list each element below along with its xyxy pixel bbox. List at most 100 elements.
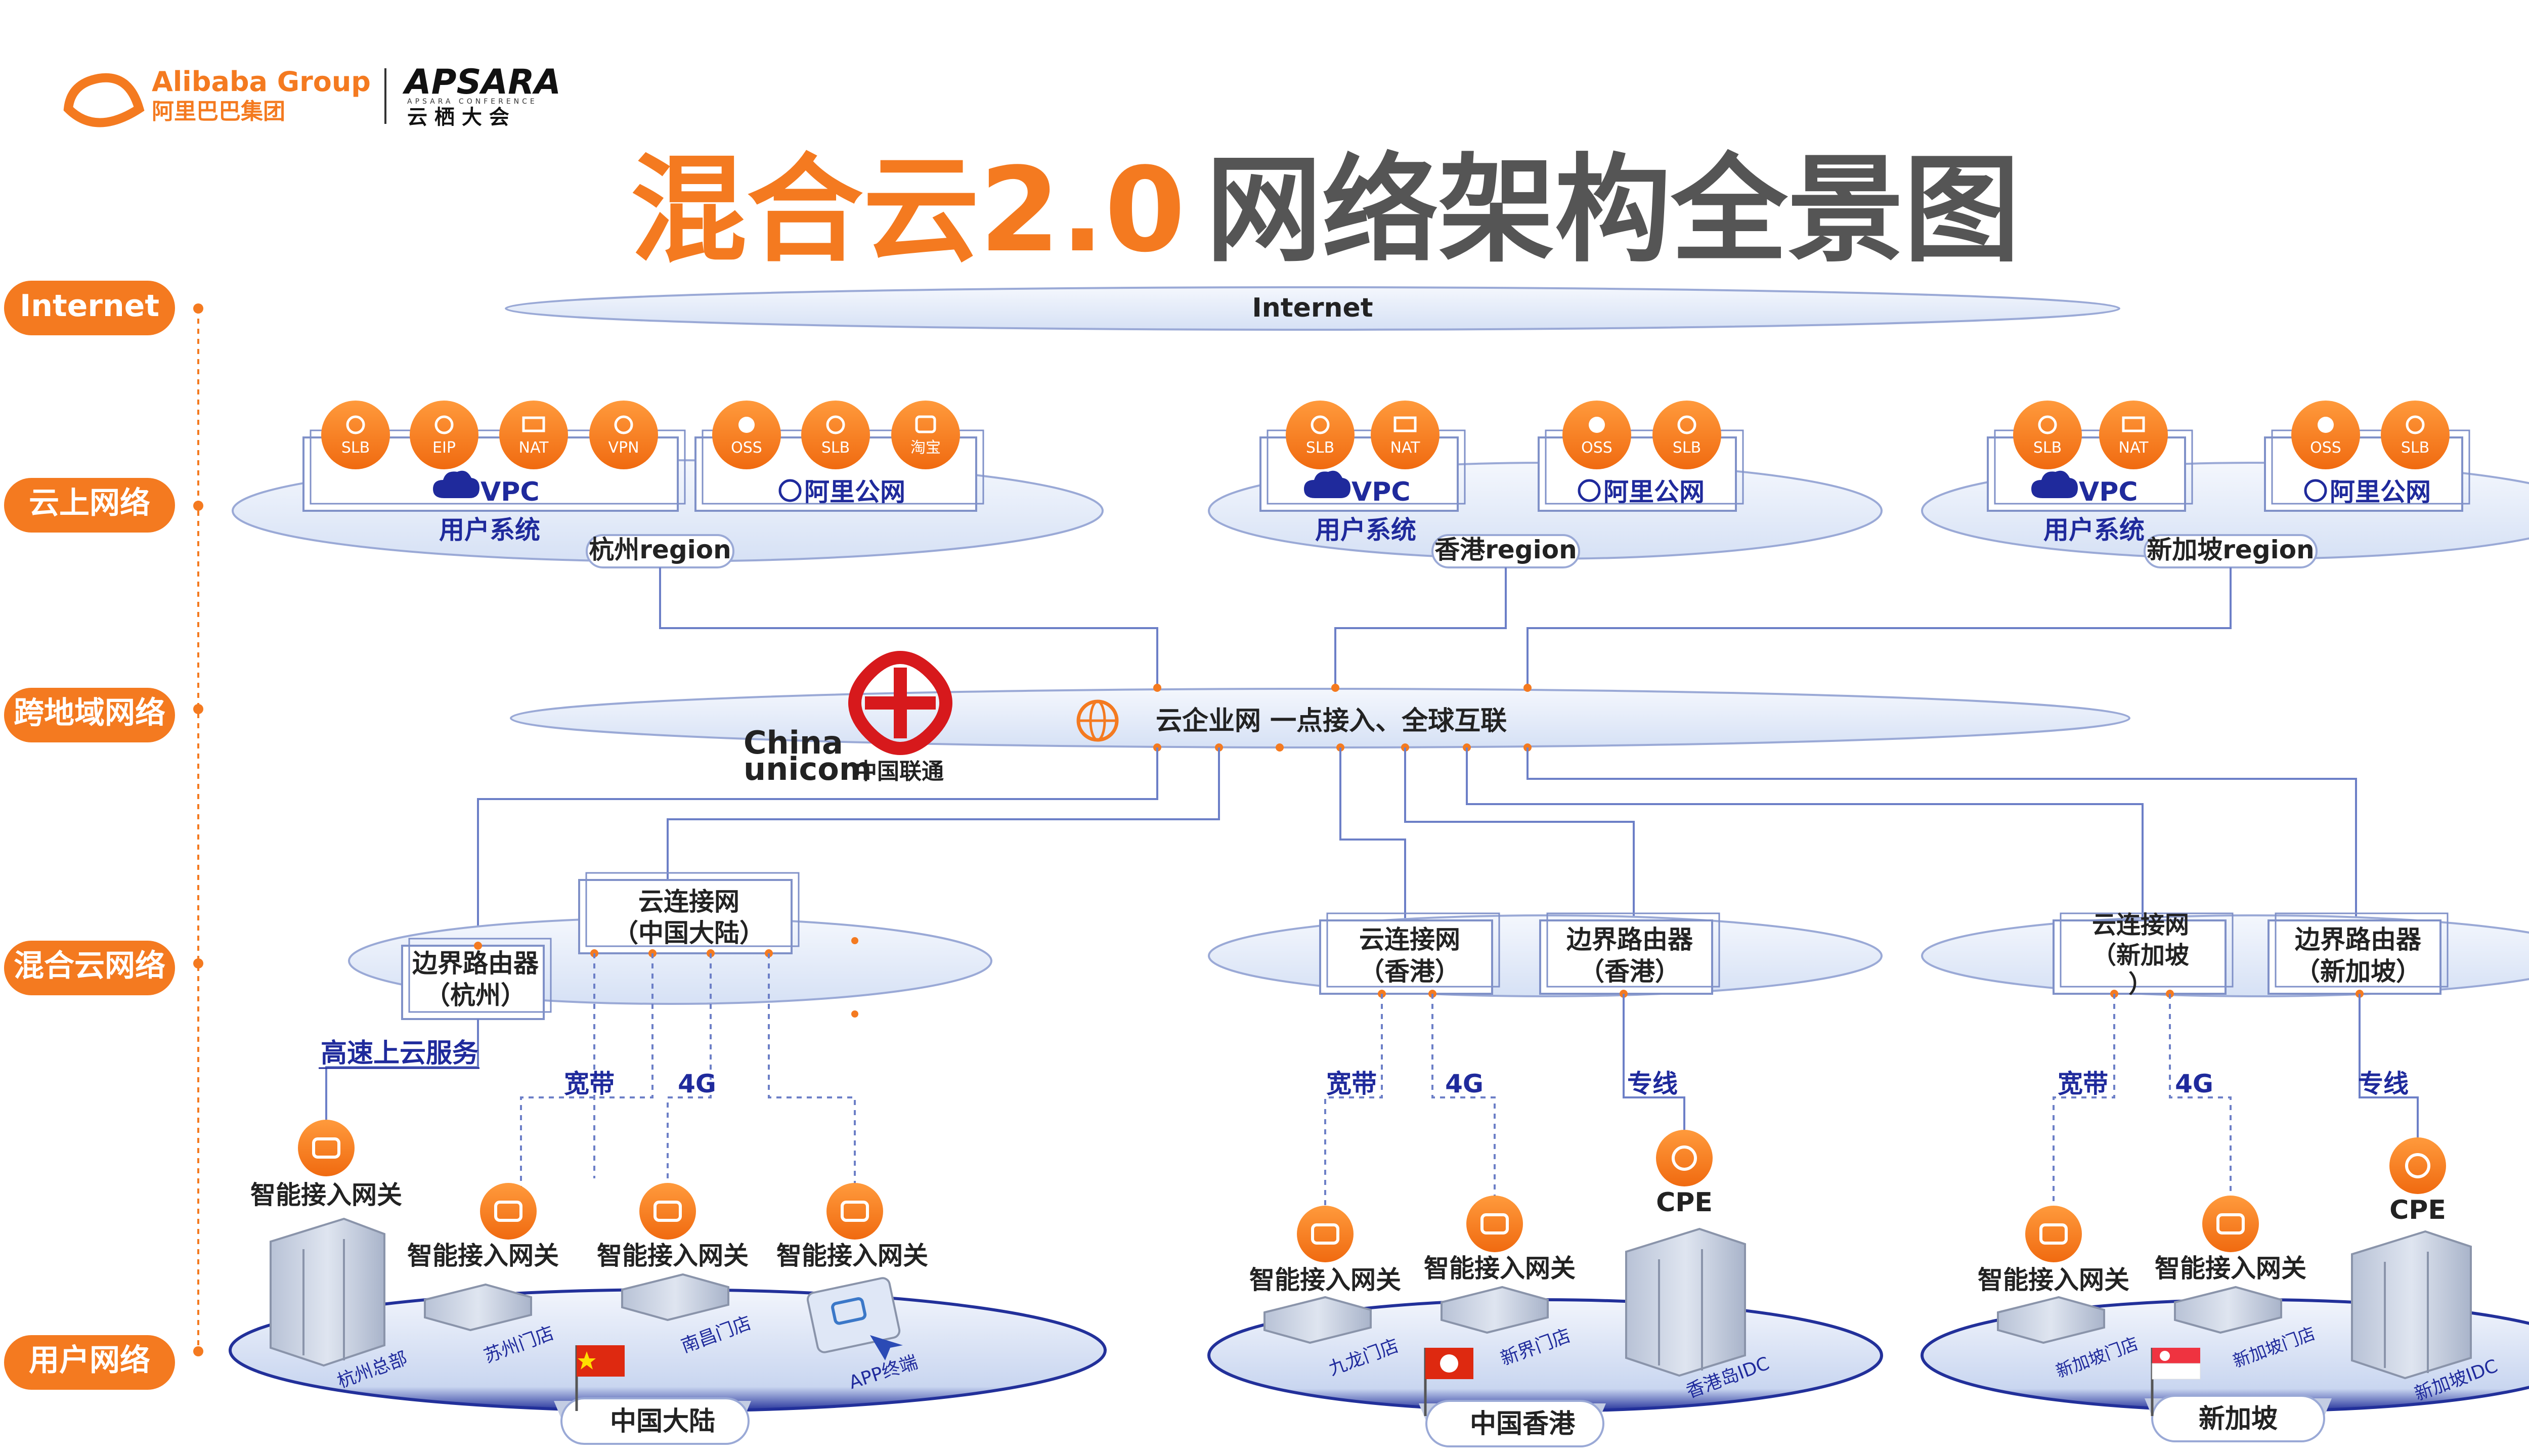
svg-text:EIP: EIP <box>432 439 456 457</box>
gateway-icon <box>639 1183 696 1240</box>
building-icon <box>270 1217 385 1367</box>
svg-text:NAT: NAT <box>2119 439 2149 457</box>
router-box-icon <box>621 1273 729 1321</box>
svg-text:香港region: 香港region <box>1434 535 1577 564</box>
gateway-icon <box>826 1183 883 1240</box>
title-gray: 网络架构全景图 <box>1206 143 2020 278</box>
vpc-label: VPC <box>2079 477 2138 507</box>
svg-text:跨地域网络: 跨地域网络 <box>14 695 165 731</box>
svg-text:宽带: 宽带 <box>2058 1069 2108 1098</box>
cen-dots <box>1153 684 1532 752</box>
unicom-en-text: unicom <box>744 751 871 787</box>
unicom-cn-text: 中国联通 <box>855 759 944 784</box>
gateway-label: 智能接入网关 <box>407 1241 559 1270</box>
svg-text:OSS: OSS <box>1581 439 1612 457</box>
oss-icon: OSS <box>1562 401 1631 469</box>
svg-text:NAT: NAT <box>519 439 549 457</box>
router-box-icon <box>1997 1296 2105 1344</box>
alibaba-smile-icon <box>63 73 145 127</box>
gateway-icon <box>298 1120 355 1176</box>
svg-text:（香港）: （香港） <box>1579 957 1680 986</box>
gateway-icon <box>2202 1196 2259 1252</box>
nat-icon: NAT <box>499 401 568 469</box>
gateway-icon <box>1466 1196 1523 1252</box>
gateway-icon <box>480 1183 537 1240</box>
svg-text:边界路由器: 边界路由器 <box>2295 925 2422 954</box>
svg-text:云连接网: 云连接网 <box>638 887 739 916</box>
svg-text:边界路由器: 边界路由器 <box>412 949 539 978</box>
slb-icon: SLB <box>2381 401 2450 469</box>
svg-text:SLB: SLB <box>341 439 370 457</box>
link-labels: 高速上云服务 宽带 4G 宽带 4G 专线 宽带 4G 专线 <box>319 1038 2409 1098</box>
cloud-icon <box>2031 470 2078 498</box>
region-links <box>659 567 2232 688</box>
cpe-icon <box>2389 1137 2446 1194</box>
router-box-icon <box>1441 1286 1549 1334</box>
apsara-en-text: APSARA <box>402 62 561 102</box>
svg-text:SLB: SLB <box>2033 439 2062 457</box>
svg-text:（新加坡）: （新加坡） <box>2295 957 2421 986</box>
svg-text:SLB: SLB <box>1673 439 1701 457</box>
cloud-connect-hk: 云连接网 （香港） <box>1319 912 1500 995</box>
cpe-label: CPE <box>1656 1187 1713 1218</box>
slb-icon: SLB <box>1652 401 1721 469</box>
nat-icon: NAT <box>1371 401 1440 469</box>
svg-text:新加坡region: 新加坡region <box>2147 535 2314 564</box>
vpc-label: VPC <box>1351 477 1411 507</box>
svg-text:SLB: SLB <box>2401 439 2429 457</box>
layer-label-cross-region: 跨地域网络 <box>4 688 203 742</box>
svg-text:）: ） <box>2128 970 2153 998</box>
svg-text:专线: 专线 <box>1627 1069 1678 1098</box>
public-label: 阿里公网 <box>2330 477 2431 507</box>
svg-text:4G: 4G <box>1445 1069 1484 1098</box>
country-pill-cn: 中国大陆 <box>554 1397 751 1445</box>
slb-icon: SLB <box>801 401 870 469</box>
svg-text:4G: 4G <box>678 1069 716 1098</box>
border-router-hk: 边界路由器 （香港） <box>1539 912 1720 995</box>
svg-text:混合云网络: 混合云网络 <box>14 948 165 984</box>
flag-icon <box>2151 1348 2201 1416</box>
globe-icon <box>2304 479 2327 502</box>
country-pill-sg: 新加坡 <box>2145 1395 2332 1442</box>
user-system-label: 用户系统 <box>1315 515 1416 545</box>
access-links <box>325 994 2419 1143</box>
slb-icon: SLB <box>321 401 390 469</box>
phone-terminal-icon <box>806 1277 903 1360</box>
svg-text:云连接网: 云连接网 <box>1359 925 1460 954</box>
gateway-label: 智能接入网关 <box>1249 1265 1401 1295</box>
internet-ellipse-label: Internet <box>1252 293 1373 323</box>
gateway-label: 智能接入网关 <box>1424 1254 1576 1283</box>
region-pill-hongkong: 香港region <box>1431 534 1580 568</box>
country-pill-hk: 中国香港 <box>1419 1400 1606 1447</box>
border-router-sg: 边界路由器 （新加坡） <box>2268 912 2449 995</box>
globe-icon <box>1578 479 1601 502</box>
gateway-icon <box>1297 1206 1354 1262</box>
unicom-en-text: China <box>744 724 843 761</box>
cloud-connect-cn: 云连接网 （中国大陆） <box>578 872 800 954</box>
building-icon <box>2351 1230 2472 1380</box>
router-box-icon <box>1263 1296 1372 1344</box>
svg-text:新加坡: 新加坡 <box>2199 1404 2278 1434</box>
taobao-icon: 淘宝 <box>891 401 960 469</box>
unicom-knot-icon <box>848 651 952 755</box>
oss-icon: OSS <box>712 401 781 469</box>
layer-label-cloud: 云上网络 <box>4 478 203 533</box>
cloud-icon <box>1304 470 1350 498</box>
region-pill-hangzhou: 杭州region <box>586 534 734 568</box>
flag-icon <box>575 1345 625 1411</box>
dashed-links <box>520 953 2232 1209</box>
svg-text:NAT: NAT <box>1390 439 1421 457</box>
alibaba-logo: Alibaba Group 阿里巴巴集团 <box>63 66 371 127</box>
svg-text:云连接网: 云连接网 <box>2092 911 2189 939</box>
gateway-label: 智能接入网关 <box>1978 1265 2129 1295</box>
svg-text:VPN: VPN <box>608 439 639 457</box>
alibaba-cn-text: 阿里巴巴集团 <box>152 99 285 124</box>
svg-text:杭州region: 杭州region <box>589 535 731 564</box>
svg-text:宽带: 宽带 <box>1326 1069 1377 1098</box>
svg-text:淘宝: 淘宝 <box>910 439 941 457</box>
svg-text:OSS: OSS <box>731 439 762 457</box>
svg-text:边界路由器: 边界路由器 <box>1566 925 1693 954</box>
internet-ellipse <box>505 286 2120 331</box>
apsara-sub-text: APSARA CONFERENCE <box>407 98 538 106</box>
